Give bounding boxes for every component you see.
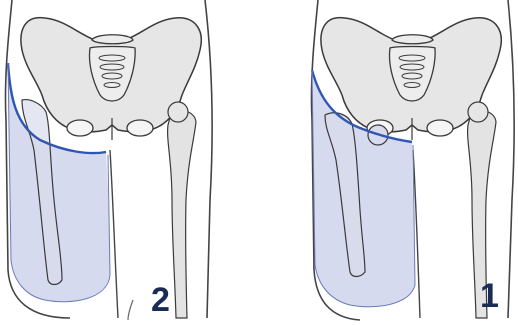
vertebra-left <box>92 35 133 44</box>
crotch-outline-left <box>110 150 118 318</box>
scratch-mark-left <box>128 300 133 320</box>
obturator-foramen-right-b <box>427 120 453 136</box>
panel-number-left: 2 <box>151 283 170 317</box>
panel-left <box>5 0 212 320</box>
femoral-head-left <box>168 102 188 122</box>
obturator-foramen-left-a <box>67 120 93 136</box>
panel-number-right: 1 <box>480 279 499 313</box>
femoral-head-right <box>468 102 488 122</box>
body-outline-right-right-side <box>508 0 514 318</box>
obturator-foramen-left-b <box>127 120 153 136</box>
femur-left-contralateral <box>168 110 196 319</box>
panel-right <box>311 0 514 320</box>
body-outline-left-right-side <box>205 0 212 318</box>
vertebra-right <box>392 35 433 44</box>
